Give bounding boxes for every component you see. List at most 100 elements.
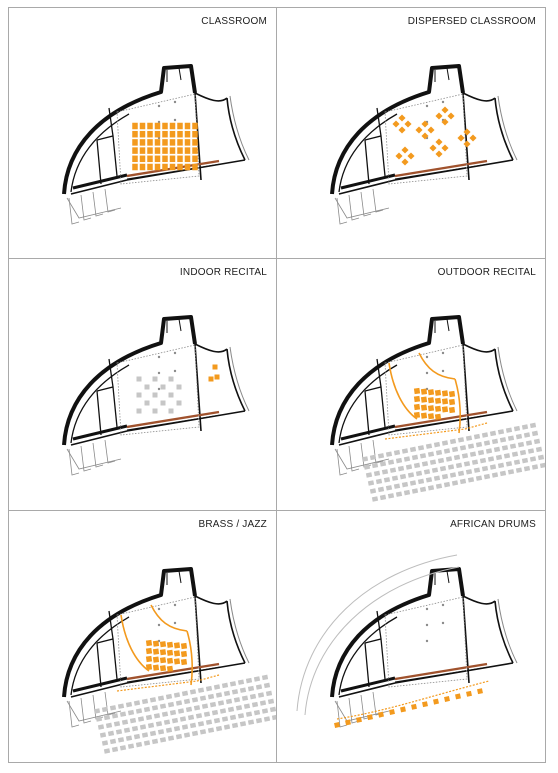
seat	[229, 681, 237, 687]
seat	[169, 163, 176, 171]
seat	[155, 721, 163, 727]
seat	[159, 737, 167, 743]
inner-curved-wall	[338, 113, 398, 193]
seat	[397, 465, 405, 472]
seat	[447, 464, 455, 470]
seat	[143, 740, 151, 746]
seat	[166, 665, 174, 672]
seat	[525, 440, 533, 446]
seat	[145, 663, 153, 671]
panel-african-drums: AFRICAN DRUMS	[277, 511, 546, 763]
seat	[461, 453, 469, 459]
seat	[465, 435, 473, 441]
seat	[159, 703, 167, 709]
seat	[513, 459, 521, 465]
seat	[168, 376, 174, 382]
floor-plan-brass-jazz	[62, 567, 276, 754]
seat	[235, 705, 243, 711]
seat	[151, 738, 159, 745]
seat	[443, 481, 451, 488]
seat	[93, 708, 101, 714]
seat	[139, 163, 146, 171]
seat	[177, 708, 185, 714]
column	[425, 607, 429, 611]
room-outline	[384, 344, 468, 436]
seat	[215, 725, 223, 732]
seat	[369, 454, 377, 461]
outer-wall	[62, 64, 197, 195]
seat	[263, 682, 271, 689]
terrace-step	[372, 439, 384, 464]
seat	[192, 163, 198, 171]
seat	[223, 724, 231, 730]
seat	[180, 650, 188, 658]
seat	[434, 405, 442, 412]
seat	[441, 406, 449, 413]
seat	[441, 390, 449, 397]
terrace-outline	[334, 197, 390, 219]
seat	[192, 155, 198, 163]
seat	[422, 701, 428, 708]
seat	[184, 122, 191, 130]
terrace-step	[92, 442, 104, 468]
seat	[421, 461, 429, 467]
stage-dashed-line	[384, 422, 488, 440]
seat	[395, 457, 403, 464]
bottom-thick-wall	[340, 173, 396, 190]
seat	[475, 441, 483, 448]
seat	[519, 449, 527, 456]
seat	[269, 706, 276, 713]
seat	[117, 703, 125, 709]
seat	[101, 706, 109, 713]
seat	[404, 120, 412, 128]
seat	[377, 453, 385, 459]
seat	[167, 701, 175, 708]
seat	[517, 441, 525, 448]
seat	[447, 112, 455, 120]
seat	[395, 491, 403, 497]
facade-glazing	[229, 598, 250, 664]
terrace-step	[68, 197, 80, 225]
seat	[398, 114, 406, 122]
seat	[162, 122, 168, 130]
core-walls	[96, 107, 118, 185]
seat	[184, 147, 191, 154]
seat	[144, 400, 150, 406]
seat	[257, 692, 265, 698]
seat	[334, 722, 340, 728]
seat	[379, 461, 387, 467]
seat	[197, 687, 205, 693]
seat	[515, 433, 523, 440]
seat	[121, 719, 129, 725]
seat	[154, 163, 161, 171]
seat	[433, 475, 441, 481]
room-outline	[116, 93, 200, 185]
seat	[345, 719, 351, 726]
seat	[139, 122, 146, 130]
seat	[173, 642, 181, 649]
core-walls	[364, 610, 386, 688]
bottom-thick-wall	[340, 676, 396, 693]
seat	[245, 711, 253, 717]
seat	[189, 689, 197, 695]
seat	[379, 494, 387, 501]
seat	[535, 446, 543, 453]
seat	[449, 438, 457, 445]
seat	[423, 469, 431, 475]
seat	[463, 128, 471, 136]
seat	[361, 456, 369, 462]
panel-title: OUTDOOR RECITAL	[437, 267, 536, 278]
seat	[195, 713, 203, 719]
seat	[135, 741, 143, 748]
seat	[133, 700, 141, 706]
seat	[189, 722, 197, 729]
seat	[177, 147, 183, 154]
seat	[434, 413, 442, 420]
seat	[395, 152, 403, 160]
terrace-step	[372, 691, 384, 716]
floor-plan-classroom	[62, 64, 250, 225]
seat	[435, 449, 443, 456]
seat	[369, 488, 377, 494]
seat	[141, 732, 149, 738]
